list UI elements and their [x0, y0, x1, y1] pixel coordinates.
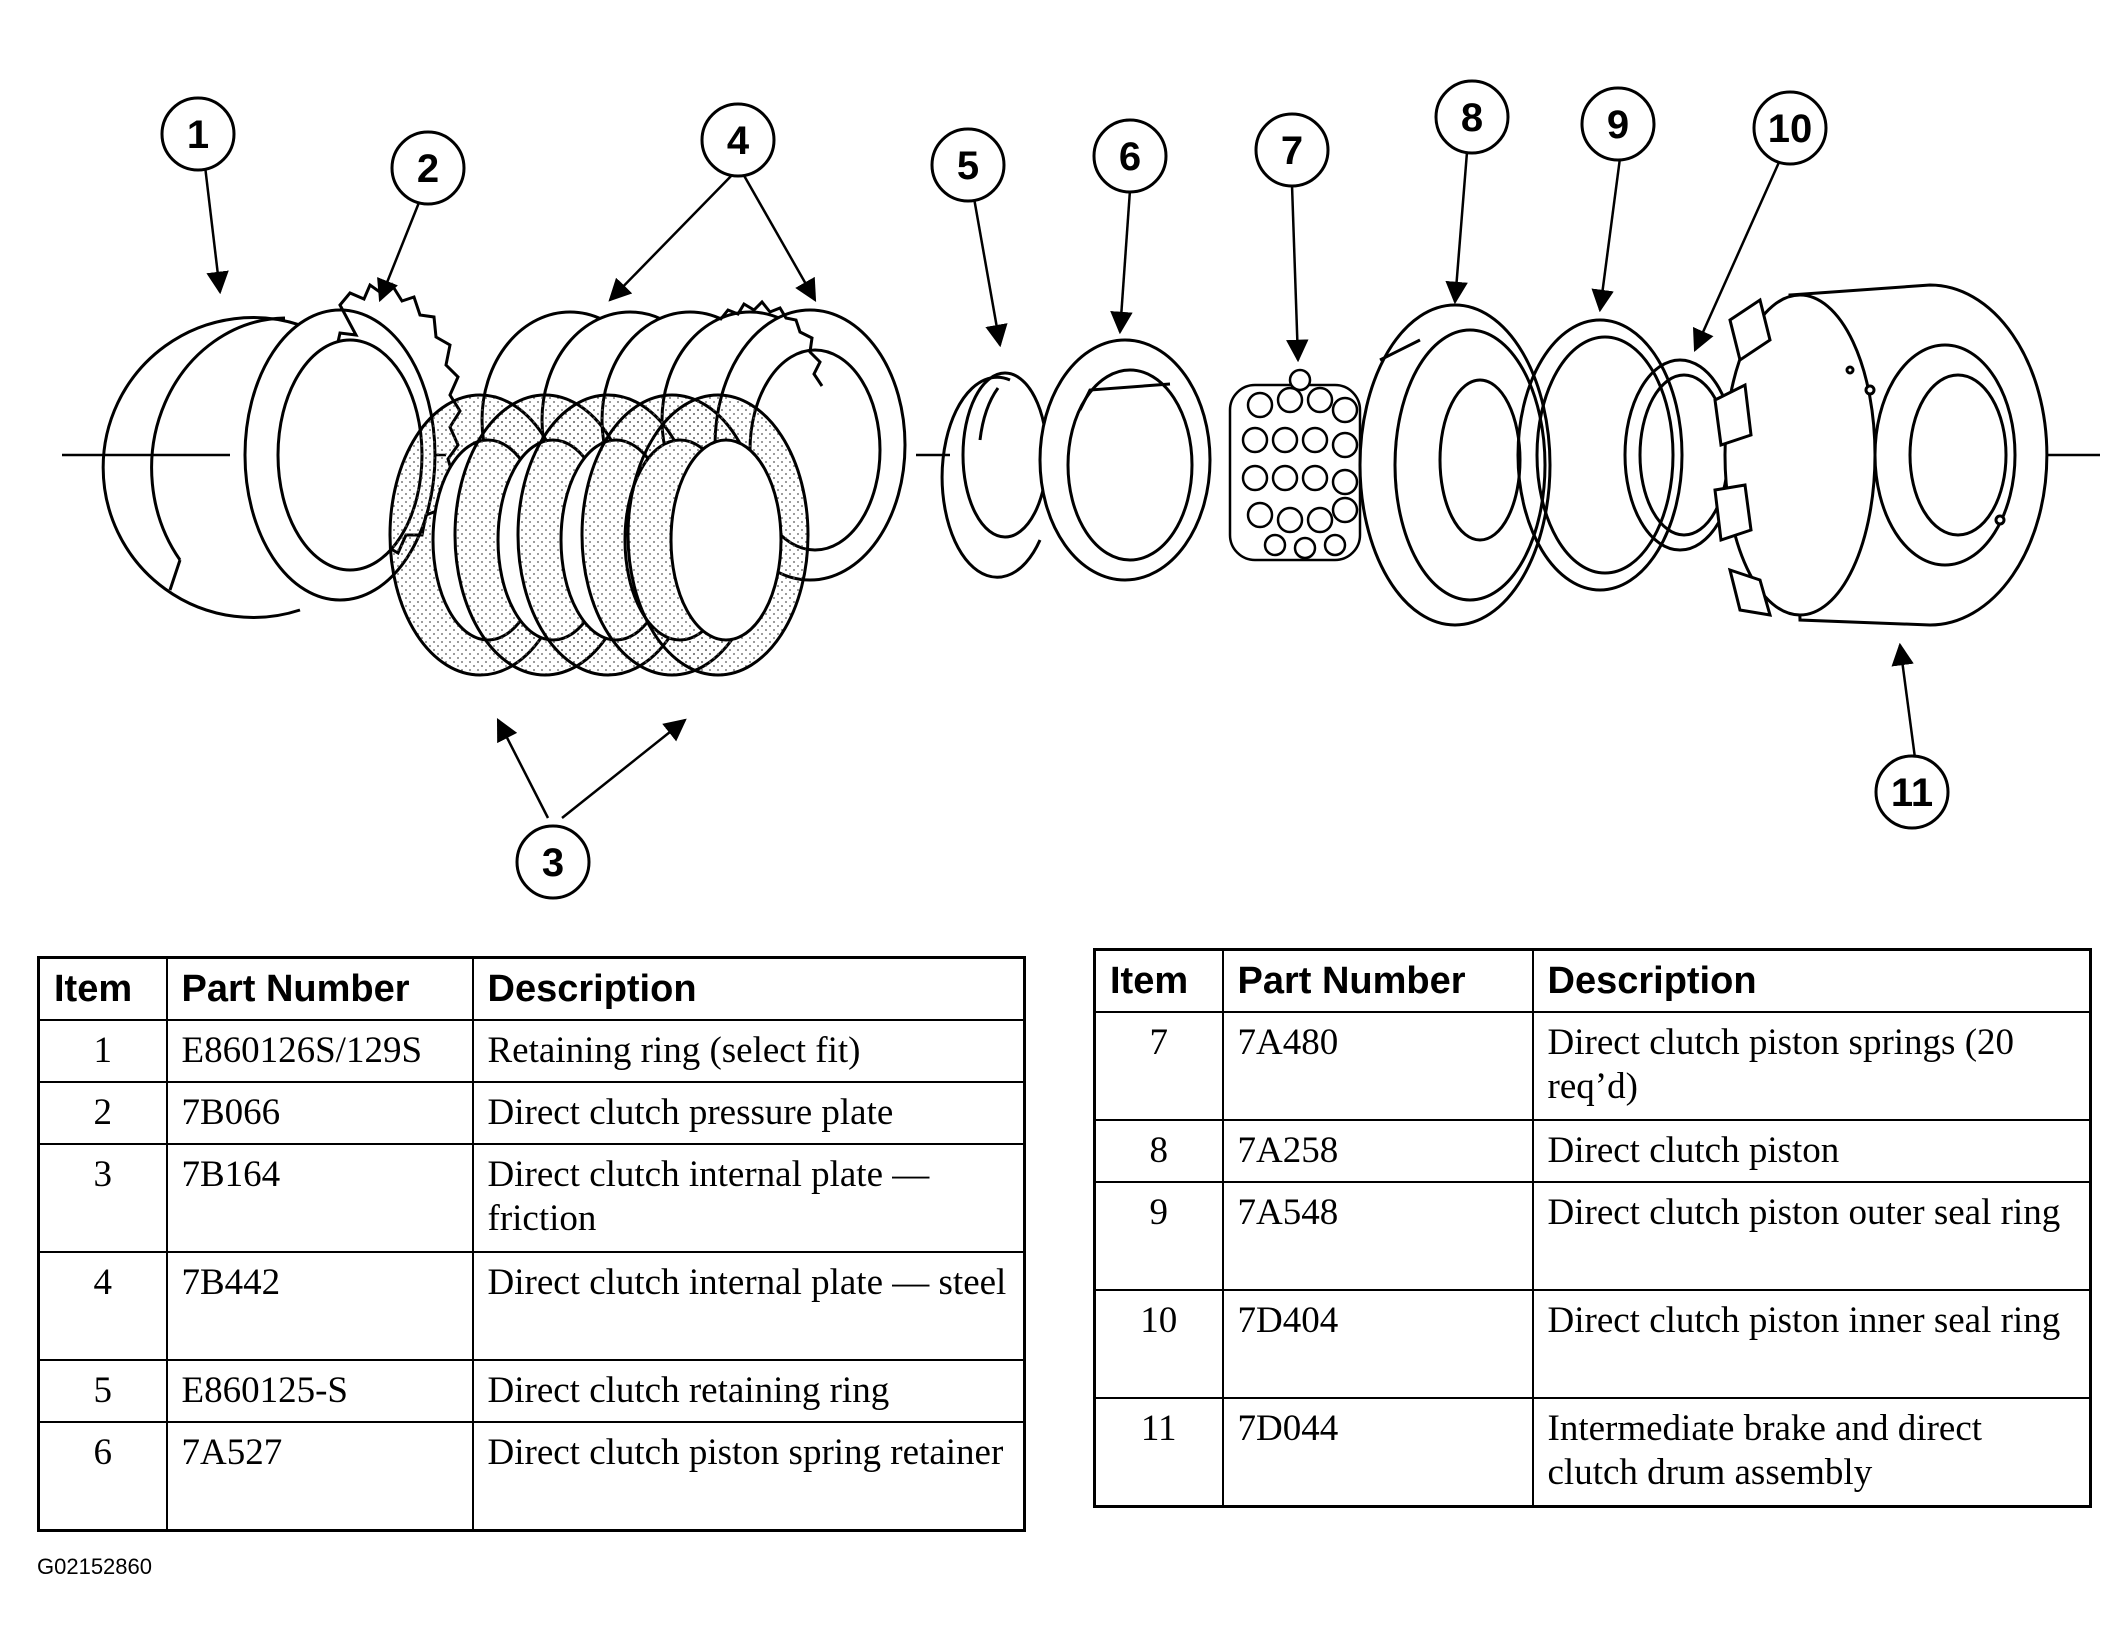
item-number: 1 [37, 1019, 168, 1083]
table-row: 11 7D044 Intermediate brake and direct c… [1093, 1397, 2092, 1507]
header-part-number: Part Number [1221, 948, 1534, 1013]
table-row: 1 E860126S/129S Retaining ring (select f… [37, 1019, 1026, 1083]
part-number: 7D044 [1221, 1397, 1534, 1507]
item-number: 5 [37, 1359, 168, 1423]
item-number: 10 [1093, 1289, 1224, 1399]
part-description: Direct clutch piston [1531, 1119, 2092, 1183]
outer-seal-ring-part [1516, 318, 1684, 592]
part-number: 7B066 [165, 1081, 474, 1145]
callout-9: 9 [1580, 86, 1656, 162]
item-number: 8 [1093, 1119, 1224, 1183]
part-description: Direct clutch piston outer seal ring [1531, 1181, 2092, 1291]
header-item: Item [1093, 948, 1224, 1013]
part-number: 7A258 [1221, 1119, 1534, 1183]
part-description: Direct clutch piston inner seal ring [1531, 1289, 2092, 1399]
callout-8-label: 8 [1461, 96, 1483, 140]
part-number: 7A527 [165, 1421, 474, 1531]
part-description: Direct clutch internal plate — steel [471, 1251, 1026, 1361]
callout-2: 2 [390, 130, 466, 206]
callout-3-label: 3 [542, 841, 564, 885]
callout-8: 8 [1434, 79, 1510, 155]
callout-7-label: 7 [1281, 129, 1303, 173]
direct-clutch-retaining-ring-part [940, 371, 1049, 579]
piston-part [1358, 303, 1552, 627]
table-row: 7 7A480 Direct clutch piston springs (20… [1093, 1011, 2092, 1121]
callout-9-label: 9 [1607, 103, 1629, 147]
header-description: Description [1531, 948, 2092, 1013]
part-description: Intermediate brake and direct clutch dru… [1531, 1397, 2092, 1507]
callout-4: 4 [700, 102, 776, 178]
callout-11: 11 [1874, 754, 1950, 830]
part-description: Direct clutch piston springs (20 req’d) [1531, 1011, 2092, 1121]
part-number: 7D404 [1221, 1289, 1534, 1399]
item-number: 7 [1093, 1011, 1224, 1121]
part-description: Direct clutch internal plate — friction [471, 1143, 1026, 1253]
table-row: 10 7D404 Direct clutch piston inner seal… [1093, 1289, 2092, 1399]
figure-id: G02152860 [37, 1554, 152, 1579]
callout-6-label: 6 [1119, 135, 1141, 179]
item-number: 9 [1093, 1181, 1224, 1291]
item-number: 2 [37, 1081, 168, 1145]
callout-7: 7 [1254, 112, 1330, 188]
table-header-row: Item Part Number Description [37, 956, 1026, 1021]
item-number: 11 [1093, 1397, 1224, 1507]
header-item: Item [37, 956, 168, 1021]
parts-table-right: Item Part Number Description 7 7A480 Dir… [1093, 948, 2092, 1508]
parts-table-left: Item Part Number Description 1 E860126S/… [37, 956, 1026, 1532]
item-number: 3 [37, 1143, 168, 1253]
leader-lines [203, 151, 1917, 819]
table-row: 5 E860125-S Direct clutch retaining ring [37, 1359, 1026, 1423]
part-description: Retaining ring (select fit) [471, 1019, 1026, 1083]
table-header-row: Item Part Number Description [1093, 948, 2092, 1013]
table-row: 9 7A548 Direct clutch piston outer seal … [1093, 1181, 2092, 1291]
callout-3: 3 [515, 824, 591, 900]
part-number: E860125-S [165, 1359, 474, 1423]
table-row: 2 7B066 Direct clutch pressure plate [37, 1081, 1026, 1145]
table-row: 8 7A258 Direct clutch piston [1093, 1119, 2092, 1183]
callout-2-label: 2 [417, 147, 439, 191]
callout-1-label: 1 [187, 113, 209, 157]
item-number: 4 [37, 1251, 168, 1361]
retaining-ring-part [101, 316, 301, 619]
callout-5-label: 5 [957, 144, 979, 188]
part-number: 7B442 [165, 1251, 474, 1361]
callout-1: 1 [160, 96, 236, 172]
part-description: Direct clutch piston spring retainer [471, 1421, 1026, 1531]
part-number: 7B164 [165, 1143, 474, 1253]
friction-plates-part [388, 393, 810, 677]
pressure-plate-part [243, 282, 462, 602]
table-row: 3 7B164 Direct clutch internal plate — f… [37, 1143, 1026, 1253]
callout-6: 6 [1092, 118, 1168, 194]
header-part-number: Part Number [165, 956, 474, 1021]
table-row: 6 7A527 Direct clutch piston spring reta… [37, 1421, 1026, 1531]
item-number: 6 [37, 1421, 168, 1531]
part-number: 7A548 [1221, 1181, 1534, 1291]
part-description: Direct clutch pressure plate [471, 1081, 1026, 1145]
part-number: E860126S/129S [165, 1019, 474, 1083]
drum-assembly-part [1713, 283, 2049, 627]
table-row: 4 7B442 Direct clutch internal plate — s… [37, 1251, 1026, 1361]
part-number: 7A480 [1221, 1011, 1534, 1121]
callout-10: 10 [1752, 90, 1828, 166]
spring-retainer-part [1038, 338, 1212, 582]
callout-5: 5 [930, 127, 1006, 203]
piston-springs-part [1228, 368, 1362, 562]
callout-4-label: 4 [727, 119, 750, 163]
callout-10-label: 10 [1768, 107, 1813, 151]
header-description: Description [471, 956, 1026, 1021]
part-description: Direct clutch retaining ring [471, 1359, 1026, 1423]
callout-11-label: 11 [1891, 771, 1933, 815]
exploded-view-diagram: 1 2 3 4 5 6 7 8 9 10 11 [62, 79, 2100, 900]
